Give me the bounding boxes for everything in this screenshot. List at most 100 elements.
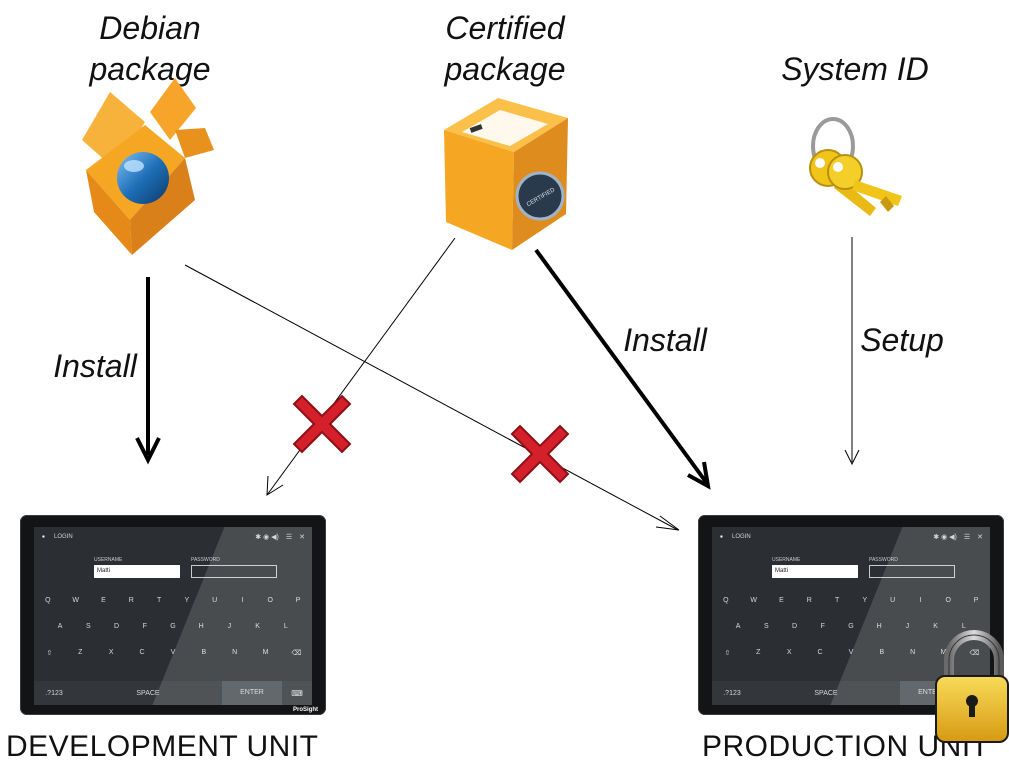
space-key[interactable]: SPACE	[136, 689, 160, 697]
arrow-install-dev	[135, 277, 161, 465]
arrow-certified-to-development	[266, 237, 456, 496]
enter-key[interactable]: ENTER	[900, 681, 960, 705]
key[interactable]: O	[267, 597, 273, 604]
key[interactable]: I	[919, 597, 922, 604]
status-icons: ✱ ◉ ◀)	[255, 534, 279, 541]
key[interactable]: P	[295, 597, 301, 604]
keyboard-row-1: Q W E R T Y U I O P	[34, 597, 312, 604]
login-topbar: ▪ LOGIN ✱ ◉ ◀) ☰ ✕	[34, 527, 312, 547]
debian-label-line1: Debian	[99, 10, 201, 46]
arrow-setup	[844, 237, 860, 466]
key[interactable]: N	[232, 649, 238, 656]
key[interactable]: B	[879, 649, 885, 656]
key[interactable]: A	[735, 623, 741, 630]
key[interactable]: P	[973, 597, 979, 604]
key[interactable]: R	[128, 597, 134, 604]
key[interactable]: T	[156, 597, 162, 604]
certified-label-line1: Certified	[445, 10, 565, 46]
system-id-label: System ID	[781, 51, 929, 87]
key[interactable]: H	[198, 623, 204, 630]
close-icon[interactable]: ✕	[977, 534, 983, 541]
key[interactable]: E	[101, 597, 106, 604]
key[interactable]: O	[945, 597, 951, 604]
key[interactable]: H	[876, 623, 882, 630]
key[interactable]: K	[255, 623, 260, 630]
debian-package-icon	[82, 78, 214, 255]
key[interactable]: C	[139, 649, 145, 656]
debian-package-label: Debian package	[60, 8, 240, 90]
key[interactable]: Z	[756, 649, 761, 656]
key[interactable]: R	[806, 597, 812, 604]
login-topbar: ▪ LOGIN ✱ ◉ ◀) ☰ ✕	[712, 527, 990, 547]
space-key[interactable]: SPACE	[814, 689, 838, 697]
key[interactable]: Q	[723, 597, 729, 604]
key[interactable]: S	[763, 623, 769, 630]
key[interactable]: Y	[862, 597, 868, 604]
development-unit-tablet: ▪ LOGIN ✱ ◉ ◀) ☰ ✕ USERNAME PASSWORD Mat…	[20, 515, 326, 715]
key[interactable]: M	[262, 649, 269, 656]
login-screen: ▪ LOGIN ✱ ◉ ◀) ☰ ✕ USERNAME PASSWORD Mat…	[34, 527, 312, 705]
menu-icon[interactable]: ☰	[963, 534, 971, 541]
key[interactable]: F	[820, 623, 825, 630]
key[interactable]: V	[848, 649, 854, 656]
key[interactable]: T	[834, 597, 840, 604]
keyboard-row-3: ⇧ Z X C V B N M ⌫	[712, 649, 990, 657]
shift-key[interactable]: ⇧	[724, 650, 731, 657]
key[interactable]: K	[933, 623, 938, 630]
key[interactable]: C	[817, 649, 823, 656]
key[interactable]: F	[142, 623, 147, 630]
development-unit-label: DEVELOPMENT UNIT	[6, 730, 319, 763]
key[interactable]: B	[201, 649, 207, 656]
key[interactable]: I	[241, 597, 244, 604]
key[interactable]: E	[779, 597, 784, 604]
key[interactable]: Z	[78, 649, 83, 656]
key[interactable]: L	[283, 623, 288, 630]
backspace-key[interactable]: ⌫	[969, 650, 980, 657]
screen-glare	[135, 527, 312, 705]
key[interactable]: W	[72, 597, 79, 604]
keyboard-row-2: A S D F G H J K L	[712, 623, 990, 630]
key[interactable]: G	[170, 623, 176, 630]
keyboard-hide-icon[interactable]: ⌨	[291, 688, 303, 698]
backspace-key[interactable]: ⌫	[291, 650, 302, 657]
key[interactable]: V	[170, 649, 176, 656]
key[interactable]: L	[961, 623, 966, 630]
numbers-key[interactable]: .?123	[723, 689, 741, 697]
login-screen: ▪ LOGIN ✱ ◉ ◀) ☰ ✕ USERNAME PASSWORD Mat…	[712, 527, 990, 705]
key[interactable]: G	[848, 623, 854, 630]
keys-icon	[809, 117, 902, 216]
key[interactable]: W	[750, 597, 757, 604]
key[interactable]: Q	[45, 597, 51, 604]
password-label: PASSWORD	[869, 557, 898, 563]
key[interactable]: U	[212, 597, 218, 604]
key[interactable]: M	[940, 649, 947, 656]
menu-icon[interactable]: ☰	[285, 534, 293, 541]
certified-package-label: Certified package	[415, 8, 595, 90]
username-field[interactable]: Matti	[772, 565, 858, 578]
certified-label-line2: package	[444, 51, 566, 87]
key[interactable]: Y	[184, 597, 190, 604]
key[interactable]: S	[85, 623, 91, 630]
key[interactable]: J	[905, 623, 910, 630]
keyboard-bottom-row: .?123 SPACE ENTER ⌨	[712, 681, 990, 705]
key[interactable]: D	[792, 623, 798, 630]
key[interactable]: U	[890, 597, 896, 604]
keyboard-row-1: Q W E R T Y U I O P	[712, 597, 990, 604]
key[interactable]: X	[108, 649, 114, 656]
key[interactable]: A	[57, 623, 63, 630]
username-field[interactable]: Matti	[94, 565, 180, 578]
password-field[interactable]	[869, 565, 955, 578]
password-field[interactable]	[191, 565, 277, 578]
key[interactable]: N	[910, 649, 916, 656]
close-icon[interactable]: ✕	[299, 534, 305, 541]
numbers-key[interactable]: .?123	[45, 689, 63, 697]
keyboard-row-2: A S D F G H J K L	[34, 623, 312, 630]
key[interactable]: J	[227, 623, 232, 630]
keyboard-hide-icon[interactable]: ⌨	[969, 688, 981, 698]
key[interactable]: X	[786, 649, 792, 656]
key[interactable]: D	[114, 623, 120, 630]
enter-key[interactable]: ENTER	[222, 681, 282, 705]
install-dev-label: Install	[53, 348, 137, 384]
shift-key[interactable]: ⇧	[46, 650, 53, 657]
